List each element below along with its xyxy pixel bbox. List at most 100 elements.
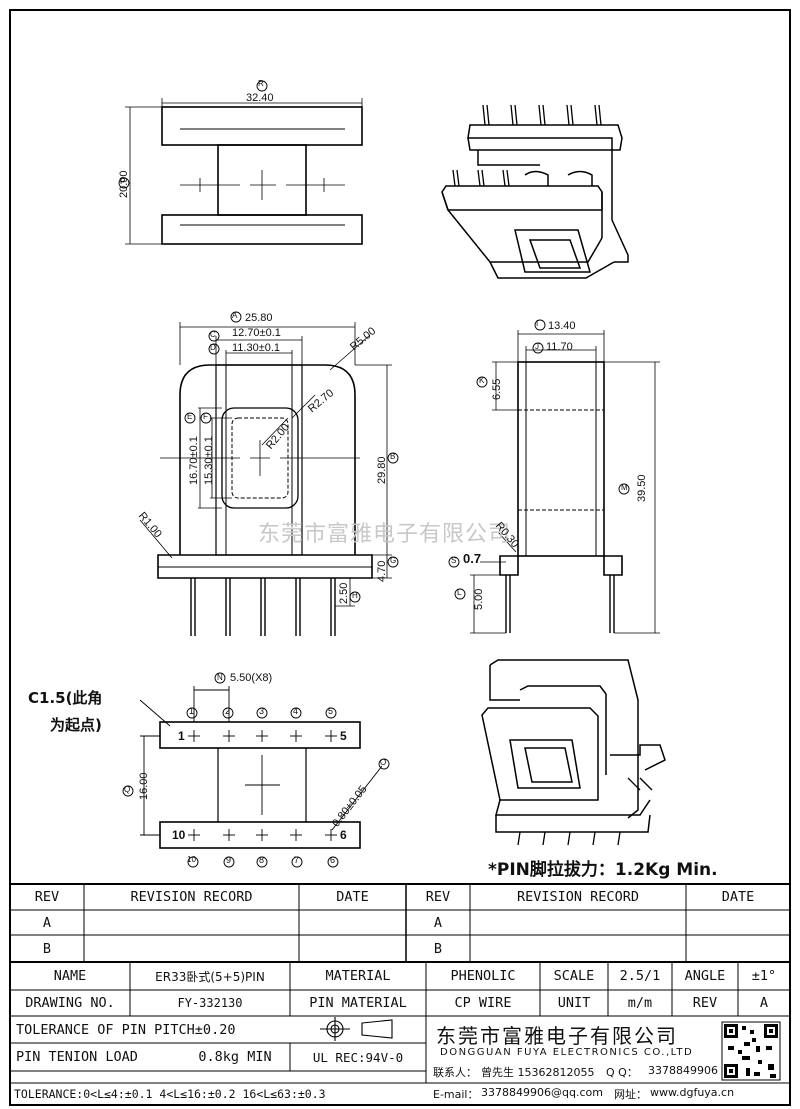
material-value: PHENOLIC bbox=[450, 968, 516, 984]
pin-mark-1: 1 bbox=[178, 729, 185, 743]
front-view bbox=[139, 311, 399, 636]
pin-mark-6: 6 bbox=[340, 828, 347, 842]
scale-value: 2.5/1 bbox=[619, 968, 661, 984]
email-label: E-mail： bbox=[433, 1088, 479, 1101]
email-value: 3378849906@qq.com bbox=[481, 1086, 603, 1099]
dim-M: 39.50 bbox=[636, 474, 648, 502]
site-label: 网址： bbox=[614, 1088, 647, 1101]
tolerance: TOLERANCE:0<L≤4:±0.1 4<L≤16:±0.2 16<L≤63… bbox=[14, 1087, 326, 1101]
dim-D: 11.30±0.1 bbox=[232, 342, 281, 354]
pin-number-8: 8 bbox=[259, 855, 265, 865]
pin-tenion-load-value: 0.8kg MIN bbox=[198, 1049, 272, 1065]
pin-number-3: 3 bbox=[259, 706, 265, 716]
isometric-view-bottom bbox=[481, 659, 666, 846]
label-S: S bbox=[451, 556, 457, 565]
angle-label: ANGLE bbox=[684, 968, 726, 984]
label-K: K bbox=[479, 376, 485, 385]
top-view bbox=[118, 80, 363, 245]
pin-number-1: 1 bbox=[189, 706, 195, 716]
projection-symbol-icon bbox=[320, 1017, 393, 1041]
isometric-view-top bbox=[441, 104, 629, 279]
pull-force-note: *PIN脚拉拔力：1.2Kg Min. bbox=[488, 860, 718, 880]
top-flange bbox=[161, 106, 363, 146]
pin-material-label: PIN MATERIAL bbox=[309, 995, 407, 1011]
angle-value: ±1° bbox=[751, 968, 777, 984]
label-G: G bbox=[390, 556, 397, 565]
label-M: M bbox=[621, 483, 628, 492]
contact-label: 联系人： bbox=[433, 1066, 477, 1079]
label-I: I bbox=[536, 319, 539, 328]
label-N: N bbox=[217, 673, 223, 682]
dim-C: 12.70±0.1 bbox=[232, 327, 281, 339]
dim-Q: 16.00 bbox=[138, 772, 150, 800]
rev-row-b-left: B bbox=[42, 940, 52, 957]
dim-E: 16.70±0.1 bbox=[188, 436, 200, 485]
label-B: B bbox=[390, 452, 396, 461]
name-label: NAME bbox=[53, 968, 87, 984]
label-O: O bbox=[380, 758, 387, 767]
outer-frame bbox=[9, 9, 791, 1106]
revision-record-header-2: REVISION RECORD bbox=[517, 889, 639, 905]
dim-top-height: 20.00 bbox=[118, 170, 130, 198]
dim-K: 6.55 bbox=[491, 378, 503, 400]
label-P: P bbox=[120, 177, 126, 186]
label-A: A bbox=[232, 311, 238, 320]
label-L: L bbox=[457, 588, 462, 597]
label-H: H bbox=[352, 591, 358, 600]
rev-header-1: REV bbox=[34, 889, 60, 905]
bottom-view bbox=[122, 672, 390, 868]
bottom-flange bbox=[161, 214, 363, 245]
dim-F: 15.30±0.1 bbox=[203, 436, 215, 485]
dim-I: 13.40 bbox=[548, 320, 576, 332]
date-header-1: DATE bbox=[336, 889, 369, 905]
dim-top-width: 32.40 bbox=[246, 92, 274, 104]
dim-B: 29.80 bbox=[376, 456, 388, 484]
pin-tenion-load-label: PIN TENION LOAD bbox=[16, 1049, 138, 1065]
pin-number-7: 7 bbox=[294, 855, 300, 865]
material-label: MATERIAL bbox=[325, 968, 391, 984]
chamfer-note-line2: 为起点) bbox=[50, 716, 102, 734]
rev-value: A bbox=[759, 995, 769, 1011]
label-Q: Q bbox=[124, 785, 131, 794]
site-value: www.dgfuya.cn bbox=[650, 1086, 735, 1099]
ul-rec: UL REC:94V-0 bbox=[312, 1049, 404, 1065]
chamfer-note-line1: C1.5(此角 bbox=[28, 689, 103, 707]
scale-label: SCALE bbox=[553, 968, 595, 984]
dim-G: 4.70 bbox=[376, 560, 388, 582]
drawing-no-value: FY-332130 bbox=[177, 996, 243, 1010]
pin-number-6: 6 bbox=[330, 855, 336, 865]
contact-value: 曾先生 15362812055 bbox=[481, 1066, 595, 1079]
pin-mark-10: 10 bbox=[172, 828, 186, 842]
company-name-cn: 东莞市富雅电子有限公司 bbox=[436, 1024, 678, 1048]
dim-N: 5.50(X8) bbox=[230, 672, 273, 684]
core-tube bbox=[217, 144, 307, 216]
dim-L: 5.00 bbox=[473, 588, 485, 610]
qq-label: Q Q： bbox=[606, 1066, 638, 1079]
label-R: R bbox=[258, 79, 264, 88]
dim-J: 11.70 bbox=[546, 341, 573, 353]
pin-material-value: CP WIRE bbox=[454, 995, 512, 1011]
pin-mark-5: 5 bbox=[340, 729, 347, 743]
label-D: D bbox=[210, 343, 216, 352]
dim-H: 2.50 bbox=[338, 582, 350, 604]
side-view bbox=[448, 319, 660, 634]
label-C: C bbox=[210, 330, 216, 339]
pin-number-2: 2 bbox=[225, 706, 231, 716]
label-F: F bbox=[203, 412, 208, 421]
qr-code-icon bbox=[721, 1021, 781, 1081]
unit-value: m/m bbox=[627, 995, 653, 1011]
rev-header-2: REV bbox=[425, 889, 451, 905]
pin-number-4: 4 bbox=[293, 706, 299, 716]
label-E: E bbox=[187, 412, 193, 421]
name-value: ER33卧式(5+5)PIN bbox=[155, 969, 265, 984]
rev-label: REV bbox=[692, 995, 718, 1011]
rev-row-a-left: A bbox=[42, 914, 52, 931]
date-header-2: DATE bbox=[721, 889, 755, 905]
drawing-no-label: DRAWING NO. bbox=[25, 995, 115, 1011]
dim-A: 25.80 bbox=[245, 312, 273, 324]
qq-value: 3378849906 bbox=[648, 1064, 718, 1077]
rev-row-b-right: B bbox=[433, 940, 443, 957]
unit-label: UNIT bbox=[557, 995, 591, 1011]
